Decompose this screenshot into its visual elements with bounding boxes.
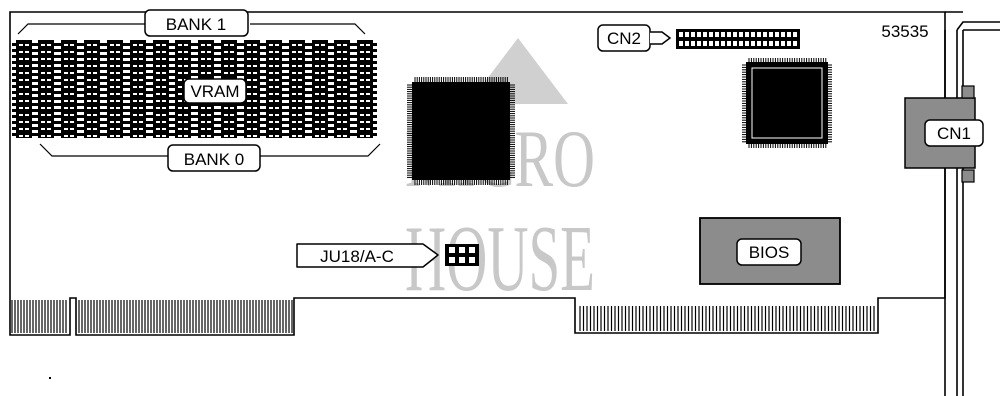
bios-chip: BIOS (699, 217, 841, 285)
cn1-callout (924, 119, 984, 147)
header-pin (691, 41, 695, 46)
header-pin (727, 41, 731, 46)
board-number: 53535 (881, 22, 928, 41)
header-pin (751, 32, 755, 37)
header-pin (769, 41, 773, 46)
header-pin (721, 32, 725, 37)
header-pin (775, 32, 779, 37)
cn1-label: CN1 (937, 124, 971, 143)
jumper-pin (459, 247, 465, 253)
header-pin (739, 32, 743, 37)
header-pin (757, 32, 761, 37)
memory-chip (57, 40, 81, 138)
jumper-block-icon (445, 244, 479, 266)
memory-chip (330, 40, 354, 138)
header-pin (703, 41, 707, 46)
jumper-pin (469, 257, 475, 263)
header-pin (775, 41, 779, 46)
vram-callout (183, 78, 247, 104)
memory-chip (103, 40, 127, 138)
header-pin (751, 41, 755, 46)
header-pin (721, 41, 725, 46)
header-pin (715, 32, 719, 37)
memory-chip (353, 40, 377, 138)
header-pin (745, 41, 749, 46)
header-pin (709, 32, 713, 37)
header-pin (793, 32, 797, 37)
bank0-label: BANK 0 (184, 150, 244, 169)
bank0-bracket: BANK 0 (39, 143, 381, 172)
bank0-callout (167, 144, 261, 172)
header-pin (757, 41, 761, 46)
edge-connector-left (11, 300, 67, 333)
speck (49, 377, 51, 379)
memory-chip (126, 40, 150, 138)
jumper-pin (469, 247, 475, 253)
bank1-bracket: BANK 1 (17, 9, 366, 37)
header-pin (679, 41, 683, 46)
header-pin (763, 41, 767, 46)
bank1-label: BANK 1 (166, 15, 226, 34)
chip-inner-outline (751, 67, 823, 139)
memory-chip (80, 40, 104, 138)
header-pin (793, 41, 797, 46)
cn2-header: CN2 (597, 24, 800, 52)
cn2-pointer (650, 31, 672, 45)
header-pin (787, 41, 791, 46)
cn2-label: CN2 (607, 29, 641, 48)
header-pin (733, 32, 737, 37)
board-outline (9, 11, 946, 336)
jumper-callout (296, 243, 439, 268)
header-pin (715, 41, 719, 46)
vga-connector-icon: CN1 (904, 85, 984, 183)
ramdac-chip (742, 58, 832, 148)
header-pin (679, 32, 683, 37)
header-pin (787, 32, 791, 37)
header-pin (727, 32, 731, 37)
bios-label: BIOS (749, 243, 790, 262)
memory-chip (149, 40, 173, 138)
qfp-chip-icon (746, 62, 828, 144)
vram-label: VRAM (190, 82, 239, 101)
header-pin (745, 32, 749, 37)
header-pin (769, 32, 773, 37)
jumper-pin (459, 257, 465, 263)
mounting-bracket (944, 11, 1000, 396)
jumper-pin (449, 257, 455, 263)
header-pin (781, 32, 785, 37)
edge-connector-right (579, 306, 875, 331)
header-pin (763, 32, 767, 37)
jumper-pin (449, 247, 455, 253)
memory-chip (12, 40, 36, 138)
header-pin (697, 41, 701, 46)
bank1-callout (144, 9, 249, 37)
edge-connector-middle (78, 300, 293, 333)
qfp-chip-icon (412, 82, 510, 180)
graphics-controller-chip (407, 77, 515, 185)
memory-chip (262, 40, 286, 138)
header-pin (703, 32, 707, 37)
header-pin (685, 41, 689, 46)
bios-callout (736, 238, 802, 266)
memory-chip (308, 40, 332, 138)
jumper-label: JU18/A-C (320, 247, 394, 266)
memory-chip (34, 40, 58, 138)
jumper-ju18: JU18/A-C (296, 243, 479, 268)
header-pin (733, 41, 737, 46)
header-pin (709, 41, 713, 46)
header-pin (685, 32, 689, 37)
memory-chip (285, 40, 309, 138)
header-pin (781, 41, 785, 46)
header-pin (739, 41, 743, 46)
header-pin (697, 32, 701, 37)
watermark-line2: HOUSE (405, 207, 595, 311)
header-pin (691, 32, 695, 37)
